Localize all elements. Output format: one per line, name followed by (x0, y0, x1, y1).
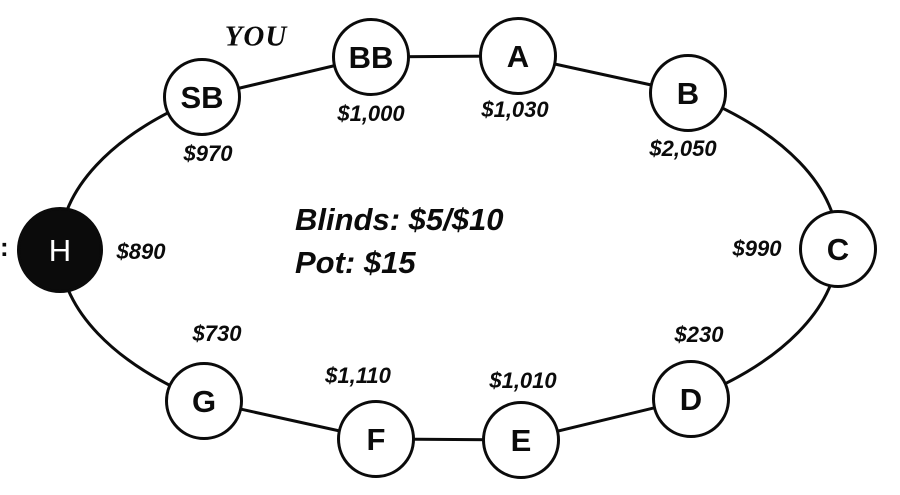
seat-h-hero: H (17, 207, 103, 293)
seat-c-label: C (826, 231, 850, 267)
seat-c: C (799, 210, 877, 288)
table-info: Blinds: $5/$10 Pot: $15 (295, 198, 503, 284)
seat-d: D (652, 360, 730, 438)
stack-c: $990 (732, 236, 782, 261)
stack-small-blind: $970 (183, 141, 233, 166)
seat-a-label: A (506, 38, 530, 74)
pot-text: Pot: $15 (295, 245, 416, 280)
seat-e: E (482, 401, 560, 479)
seat-f-label: F (366, 421, 386, 457)
seat-f: F (337, 400, 415, 478)
seat-small-blind: SB (163, 58, 241, 136)
blinds-text: Blinds: $5/$10 (295, 202, 504, 237)
seat-b: B (649, 54, 727, 132)
stack-b: $2,050 (649, 136, 717, 161)
seat-e-label: E (510, 422, 532, 458)
seat-b-label: B (676, 75, 700, 111)
seat-small-blind-label: SB (180, 79, 224, 115)
you-label: YOU (224, 20, 288, 53)
stack-f: $1,110 (325, 363, 391, 388)
stack-big-blind: $1,000 (337, 101, 405, 126)
seat-d-label: D (679, 381, 703, 417)
seat-big-blind-label: BB (348, 39, 394, 75)
stack-d: $230 (674, 322, 724, 347)
stack-g: $730 (192, 321, 242, 346)
seat-h-label: H (48, 232, 72, 268)
stack-e: $1,010 (489, 368, 557, 393)
stack-h: $890 (116, 239, 166, 264)
stack-a: $1,030 (481, 97, 549, 122)
scan-artifact: : (0, 232, 9, 262)
table-ellipse-path (58, 54, 840, 442)
seat-a: A (479, 17, 557, 95)
seat-g-label: G (191, 383, 217, 419)
seat-g: G (165, 362, 243, 440)
seat-big-blind: BB (332, 18, 410, 96)
